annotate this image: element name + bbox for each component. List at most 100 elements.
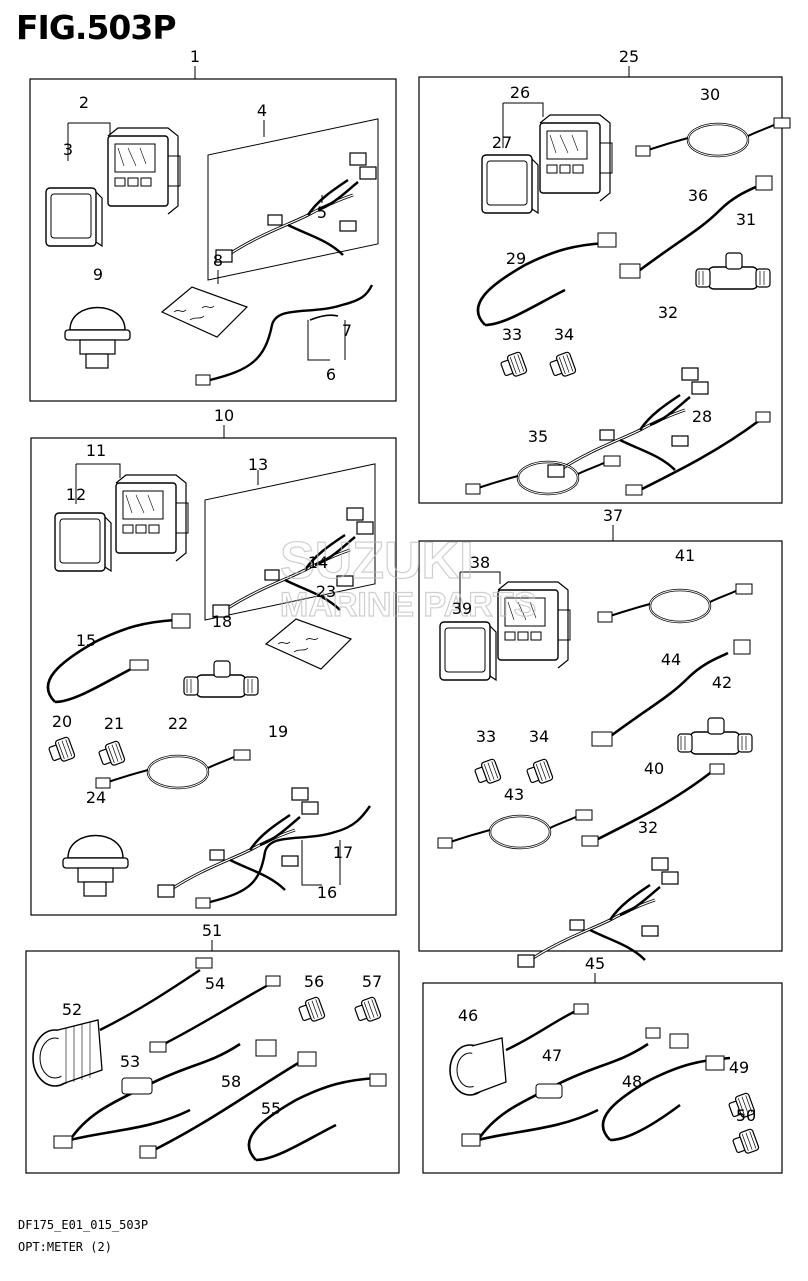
label-47: 47 — [542, 1046, 562, 1065]
part-46-gauge[interactable] — [449, 1003, 589, 1096]
label-56: 56 — [304, 972, 324, 991]
label-36: 36 — [688, 186, 708, 205]
label-40: 40 — [644, 759, 664, 778]
part-27-gauge-cover[interactable] — [481, 154, 539, 214]
label-2: 2 — [79, 93, 89, 112]
part-52-gauge[interactable] — [32, 957, 213, 1087]
label-26: 26 — [510, 83, 530, 102]
label-32a: 32 — [658, 303, 678, 322]
label-46: 46 — [458, 1006, 478, 1025]
part-18-tee-connector[interactable] — [183, 660, 259, 698]
group-37: 37 — [418, 506, 783, 952]
label-52: 52 — [62, 1000, 82, 1019]
label-19: 19 — [268, 722, 288, 741]
part-41-drop-cable[interactable] — [596, 582, 754, 624]
part-3-gauge-cover[interactable] — [45, 187, 103, 247]
part-23-parts-bag[interactable] — [265, 618, 352, 670]
label-9: 9 — [93, 265, 103, 284]
part-56-terminator[interactable] — [296, 995, 326, 1026]
label-11: 11 — [86, 441, 106, 460]
group-label-51: 51 — [202, 921, 222, 940]
label-21: 21 — [104, 714, 124, 733]
group-label-10: 10 — [214, 406, 234, 425]
part-39-gauge-cover[interactable] — [439, 621, 497, 681]
label-14: 14 — [308, 553, 328, 572]
group-45: 45 — [422, 954, 783, 1174]
part-9-speed-sensor[interactable] — [64, 306, 131, 369]
figure-title: FIG.503P — [16, 8, 177, 47]
part-42-tee-connector[interactable] — [677, 717, 753, 755]
part-32-harness[interactable] — [546, 366, 710, 479]
part-30-drop-cable[interactable] — [634, 116, 792, 158]
part-58-cable[interactable] — [139, 1051, 317, 1159]
group-box-1 — [29, 78, 397, 402]
part-8-parts-bag[interactable] — [161, 286, 248, 338]
part-28-backbone-cable[interactable] — [625, 411, 771, 496]
part-6-wire[interactable] — [195, 284, 374, 386]
part-19-harness[interactable] — [156, 786, 320, 899]
part-36-cable[interactable] — [619, 175, 773, 279]
label-30: 30 — [700, 85, 720, 104]
watermark-line-2: MARINE PARTS — [280, 586, 536, 624]
part-34-terminator-b[interactable] — [524, 757, 554, 788]
part-54-cable[interactable] — [149, 975, 281, 1053]
part-35-drop-cable[interactable] — [464, 454, 622, 496]
part-4-wire-harness[interactable] — [207, 118, 379, 281]
label-48: 48 — [622, 1072, 642, 1091]
part-40-backbone-cable[interactable] — [581, 763, 725, 847]
label-15: 15 — [76, 631, 96, 650]
label-53: 53 — [120, 1052, 140, 1071]
part-16-wire[interactable] — [195, 805, 371, 909]
part-24-speed-sensor[interactable] — [62, 834, 129, 897]
watermark-line-1: SUZUKI — [280, 532, 474, 590]
group-label-25: 25 — [619, 47, 639, 66]
label-41: 41 — [675, 546, 695, 565]
part-55-cable[interactable] — [247, 1073, 387, 1162]
part-31-tee-connector[interactable] — [695, 252, 771, 290]
label-44: 44 — [661, 650, 681, 669]
label-54: 54 — [205, 974, 225, 993]
part-12-gauge-cover[interactable] — [54, 512, 112, 572]
group-10: 10 — [30, 406, 397, 916]
label-34a: 34 — [554, 325, 574, 344]
part-33-terminator-b[interactable] — [472, 757, 502, 788]
part-50-terminator[interactable] — [730, 1127, 760, 1158]
part-21-terminator[interactable] — [96, 739, 126, 770]
label-22: 22 — [168, 714, 188, 733]
label-7: 7 — [342, 321, 352, 340]
group-label-45: 45 — [585, 954, 605, 973]
label-28: 28 — [692, 407, 712, 426]
part-15-cable[interactable] — [46, 613, 191, 704]
part-29-cable[interactable] — [476, 232, 617, 327]
label-39: 39 — [452, 599, 472, 618]
label-6: 6 — [326, 365, 336, 384]
part-57-terminator[interactable] — [352, 995, 382, 1026]
part-13-wire-harness[interactable] — [204, 463, 376, 621]
label-32b: 32 — [638, 818, 658, 837]
label-33a: 33 — [502, 325, 522, 344]
part-53-harness[interactable] — [53, 1039, 277, 1149]
part-33-terminator[interactable] — [498, 350, 528, 381]
label-31: 31 — [736, 210, 756, 229]
part-48-cable[interactable] — [601, 1055, 731, 1142]
label-29: 29 — [506, 249, 526, 268]
part-44-cable[interactable] — [591, 639, 751, 747]
group-box-45 — [422, 982, 783, 1174]
group-1: 1 — [29, 47, 397, 402]
part-2-meter-body[interactable] — [107, 127, 181, 215]
label-5: 5 — [317, 203, 327, 222]
label-24: 24 — [86, 788, 106, 807]
label-58: 58 — [221, 1072, 241, 1091]
part-34-terminator[interactable] — [547, 350, 577, 381]
label-43: 43 — [504, 785, 524, 804]
part-11-meter-body[interactable] — [115, 474, 189, 562]
label-57: 57 — [362, 972, 382, 991]
group-label-1: 1 — [190, 47, 200, 66]
part-43-drop-cable[interactable] — [436, 808, 594, 850]
group-25: 25 — [418, 47, 783, 504]
part-26-meter-body[interactable] — [539, 114, 613, 202]
part-47-harness[interactable] — [461, 1027, 689, 1147]
part-20-terminator[interactable] — [46, 735, 76, 766]
group-51: 51 — [25, 921, 400, 1174]
